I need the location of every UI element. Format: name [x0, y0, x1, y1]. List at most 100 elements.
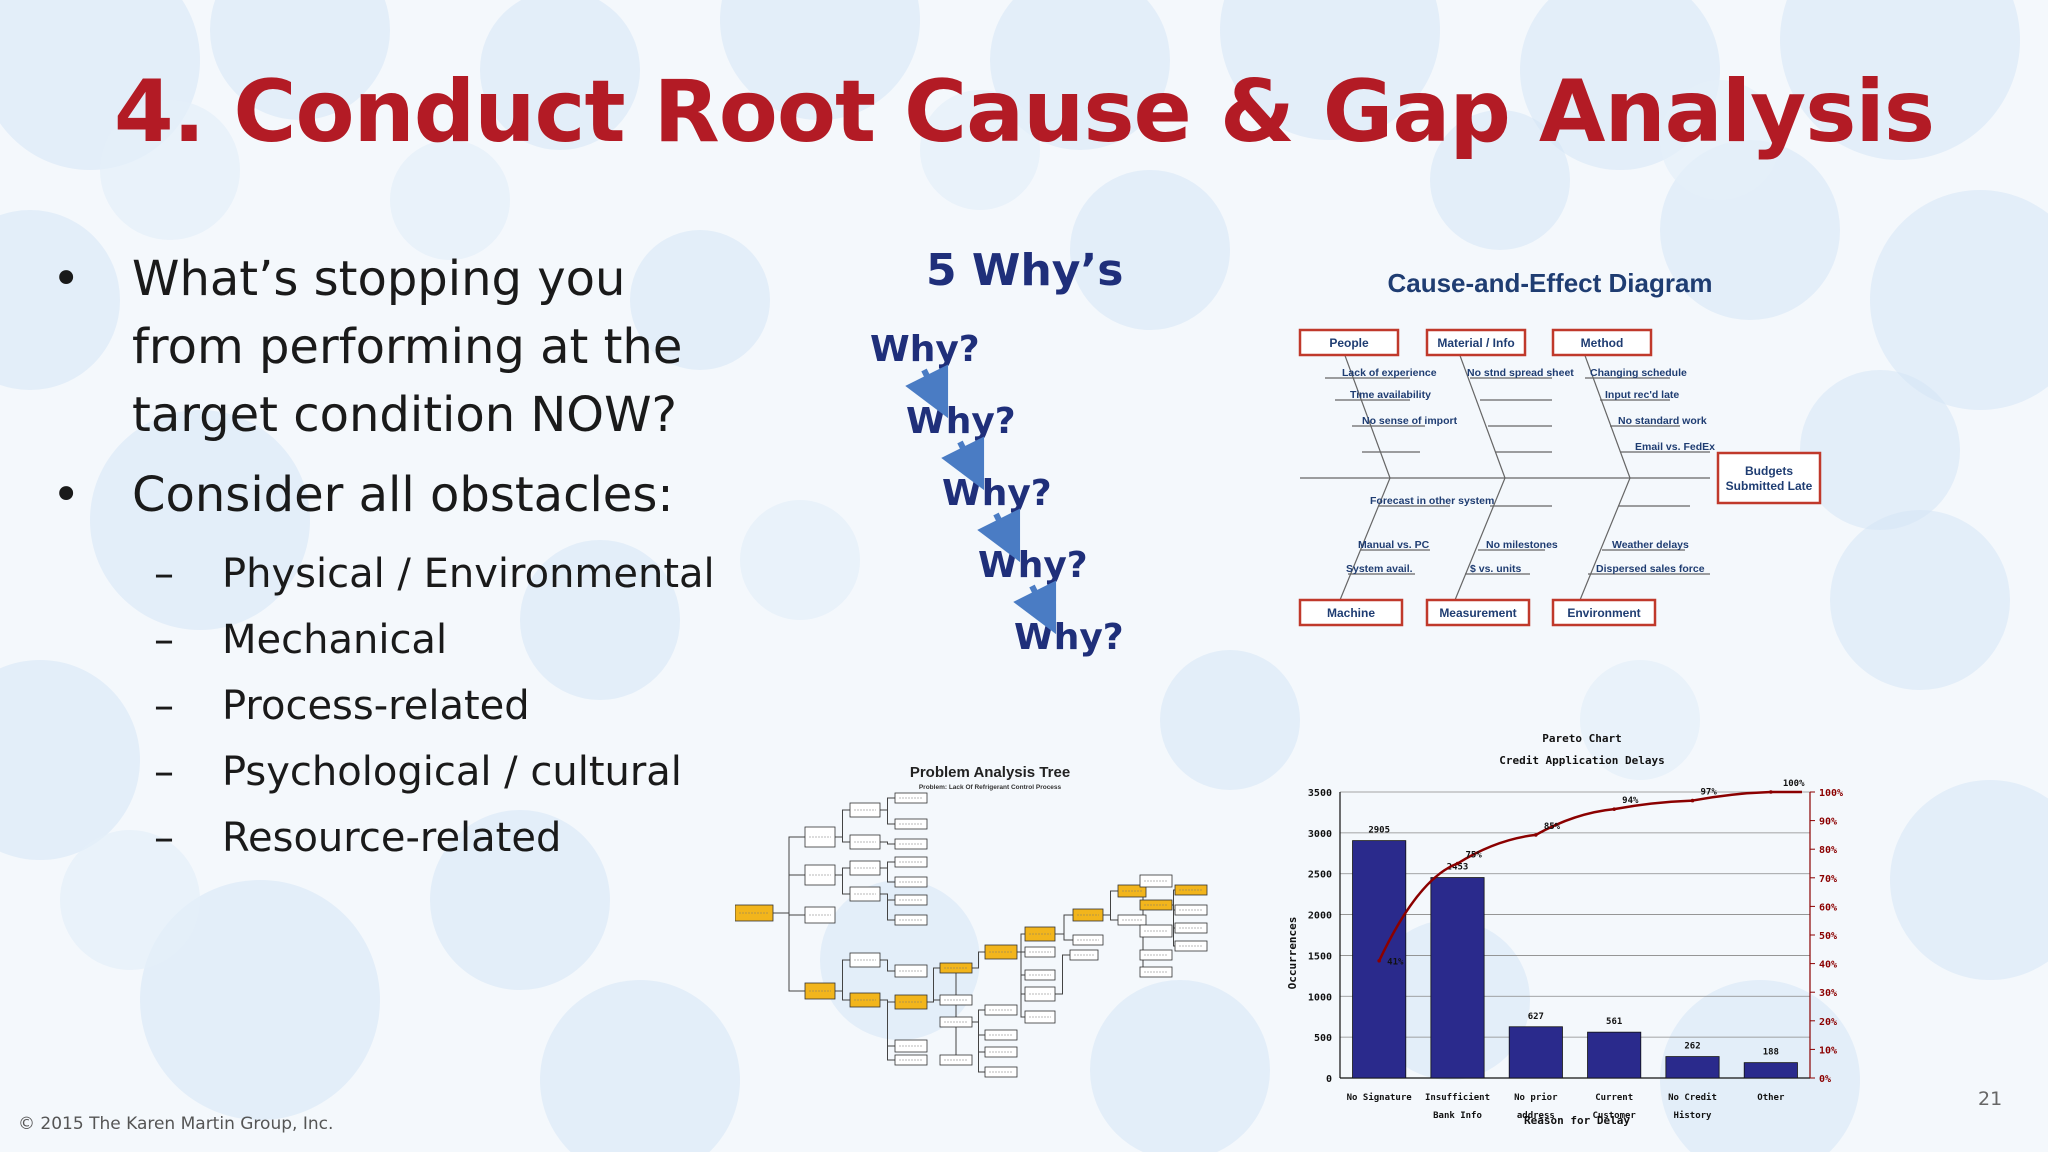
y2-tick-label: 70%: [1819, 874, 1837, 885]
ce-cause: Email vs. FedEx: [1635, 441, 1715, 453]
chart-title: Pareto Chart: [1542, 732, 1621, 745]
bubble-shape: [0, 660, 140, 860]
ce-cause: Forecast in other system: [1370, 495, 1494, 507]
tree-link: [927, 967, 940, 1003]
y-tick-label: 2000: [1308, 911, 1332, 922]
tree-link: [880, 999, 895, 1061]
sub-bullet-item: –Physical / Environmental: [154, 551, 715, 597]
bubble-shape: [60, 830, 200, 970]
five-whys-title: 5 Why’s: [926, 245, 1124, 296]
bar-value-label: 627: [1528, 1012, 1544, 1022]
y2-tick-label: 20%: [1819, 1017, 1837, 1028]
sub-bullet-item: –Process-related: [154, 683, 530, 729]
y-tick-label: 1000: [1308, 992, 1332, 1003]
tree-link: [835, 836, 850, 843]
cumulative-point: [1769, 790, 1773, 794]
bubble-shape: [630, 230, 770, 370]
x-axis-label: Reason for Delay: [1524, 1114, 1630, 1127]
tree-link: [1172, 889, 1175, 906]
y-axis-label: Occurrences: [1286, 917, 1299, 990]
bubble-shape: [140, 880, 380, 1120]
sub-bullet-text: Process-related: [222, 683, 530, 729]
cause-effect-title: Cause-and-Effect Diagram: [1387, 268, 1713, 298]
cumulative-label: 41%: [1387, 958, 1404, 968]
tree-link: [972, 951, 985, 969]
pareto-bar: [1665, 1056, 1720, 1079]
bullet-item: •Consider all obstacles:: [52, 467, 674, 523]
ce-cause: Changing schedule: [1590, 367, 1687, 379]
cumulative-point: [1612, 807, 1616, 811]
tree-link: [1055, 933, 1073, 941]
bar-value-label: 2905: [1368, 826, 1390, 836]
slide-title: 4. Conduct Root Cause & Gap Analysis: [113, 62, 1935, 162]
tree-link: [880, 861, 895, 869]
y2-tick-label: 100%: [1819, 788, 1843, 799]
bubble-shape: [1800, 370, 1960, 530]
bubble-shape: [1870, 190, 2048, 410]
bubble-shape: [1220, 0, 1440, 140]
cumulative-label: 94%: [1622, 796, 1639, 806]
down-arrow-icon: [941, 436, 985, 491]
bullet-list: •What’s stopping you from performing at …: [52, 245, 732, 871]
why-label: Why?: [870, 329, 980, 370]
tree-link: [880, 797, 895, 811]
x-tick-label: No Credit: [1668, 1092, 1717, 1103]
copyright-footer: © 2015 The Karen Martin Group, Inc.: [18, 1114, 334, 1134]
tree-link: [880, 809, 895, 825]
ce-category-material: Material / Info: [1437, 336, 1514, 350]
ce-effect-line1: Budgets: [1745, 464, 1793, 478]
slide-number: 21: [1978, 1088, 2003, 1110]
tree-link: [835, 867, 850, 876]
sub-bullet-text: Resource-related: [222, 815, 562, 861]
bar-value-label: 188: [1763, 1048, 1779, 1058]
tree-link: [927, 999, 940, 1003]
bullet-item: •What’s stopping you from performing at …: [52, 251, 683, 443]
sub-bullet-item: –Psychological / cultural: [154, 749, 682, 795]
bubble-shape: [1580, 660, 1700, 780]
tree-link: [880, 841, 895, 845]
ce-category-measurement: Measurement: [1439, 606, 1516, 620]
tree-link: [835, 874, 850, 895]
tree-link: [835, 959, 850, 992]
problem-analysis-tree: Problem Analysis Tree Problem: Lack Of R…: [735, 764, 1208, 1078]
cumulative-point: [1534, 833, 1538, 837]
tree-link: [773, 874, 805, 914]
ce-cause: $ vs. units: [1470, 563, 1522, 575]
down-arrow-icon: [977, 508, 1021, 563]
bubble-shape: [0, 210, 120, 390]
pareto-chart: Pareto Chart Credit Application Delays O…: [1286, 732, 1843, 1127]
tree-link: [835, 809, 850, 838]
ce-category-people: People: [1329, 336, 1369, 350]
tree-link: [972, 1021, 985, 1073]
y2-tick-label: 30%: [1819, 988, 1837, 999]
y-tick-label: 500: [1314, 1033, 1332, 1044]
x-tick-label: No prior: [1514, 1092, 1558, 1103]
down-arrow-icon: [1013, 580, 1057, 635]
sub-bullet-text: Mechanical: [222, 617, 448, 663]
tree-link: [1055, 914, 1073, 935]
tree-link: [1172, 904, 1175, 947]
ce-cause: Input rec'd late: [1605, 389, 1679, 401]
bubble-shape: [740, 500, 860, 620]
pareto-bar: [1587, 1031, 1642, 1079]
ce-cause: Lack of experience: [1342, 367, 1437, 379]
bubble-shape: [90, 410, 310, 630]
tree-link: [1017, 951, 1025, 1018]
tree-link: [940, 967, 972, 1061]
ce-cause: No sense of import: [1362, 415, 1458, 427]
bubble-shape: [720, 0, 920, 120]
y2-tick-label: 60%: [1819, 902, 1837, 913]
bubble-shape: [1070, 170, 1230, 330]
ce-cause: No milestones: [1486, 539, 1558, 551]
cumulative-point: [1690, 798, 1695, 803]
ce-cause: No stnd spread sheet: [1467, 367, 1574, 379]
ce-cause: Manual vs. PC: [1358, 539, 1430, 551]
bubble-shape: [430, 810, 610, 990]
tree-link: [1103, 914, 1118, 921]
x-tick-label: Other: [1757, 1093, 1785, 1103]
bubble-shape: [1160, 650, 1300, 790]
cumulative-point: [1455, 861, 1460, 866]
tree-link: [1103, 890, 1118, 916]
tree-link: [773, 912, 805, 992]
ce-cause: No standard work: [1618, 415, 1707, 427]
